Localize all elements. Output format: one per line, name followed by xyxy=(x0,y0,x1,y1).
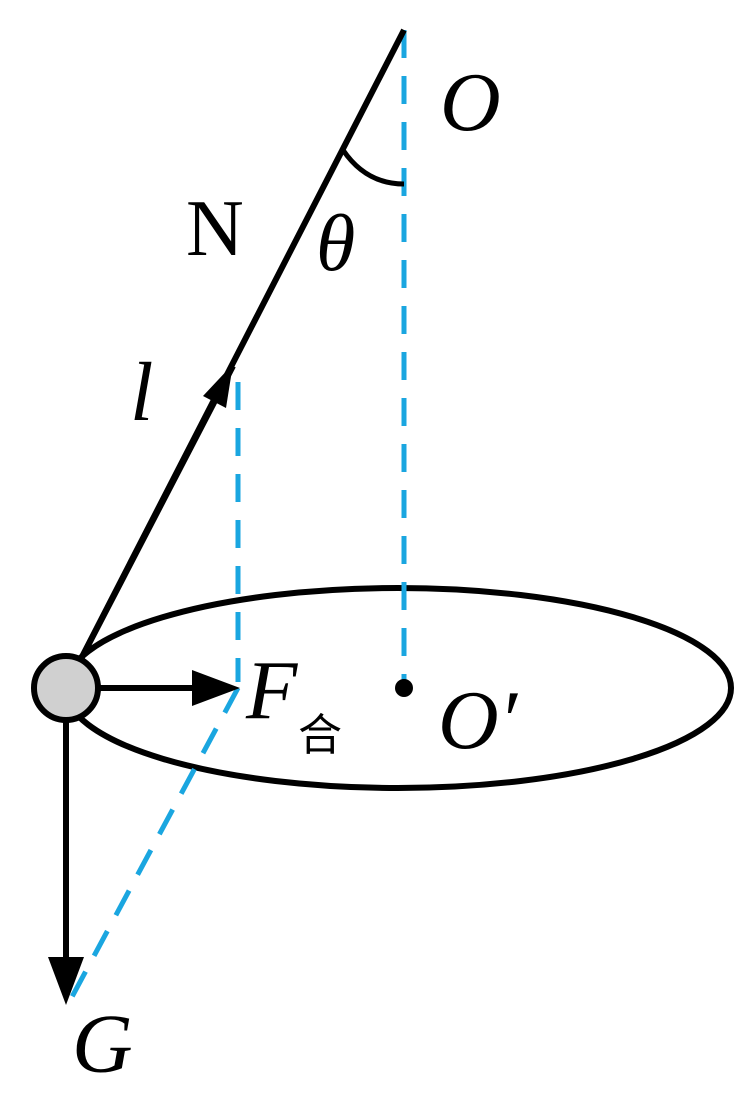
label-pivot-o: O xyxy=(440,56,501,149)
label-net-force-f: F xyxy=(245,644,299,737)
tension-arrowhead xyxy=(203,364,233,408)
resultant-guide-dashed xyxy=(63,686,241,1010)
gravity-arrowhead xyxy=(48,957,84,1005)
tension-arrow xyxy=(63,364,236,690)
label-gravity-g: G xyxy=(72,998,133,1091)
angle-theta-arc xyxy=(340,148,405,187)
center-point xyxy=(395,679,413,697)
label-tension-n: N xyxy=(186,185,244,273)
label-center-o-prime: O′ xyxy=(438,674,519,767)
pendulum-ball xyxy=(31,653,101,723)
net-force-arrowhead xyxy=(192,670,240,706)
label-length-l: l xyxy=(130,346,153,439)
label-angle-theta: θ xyxy=(316,200,355,288)
label-net-force-subscript: 合 xyxy=(298,710,342,761)
